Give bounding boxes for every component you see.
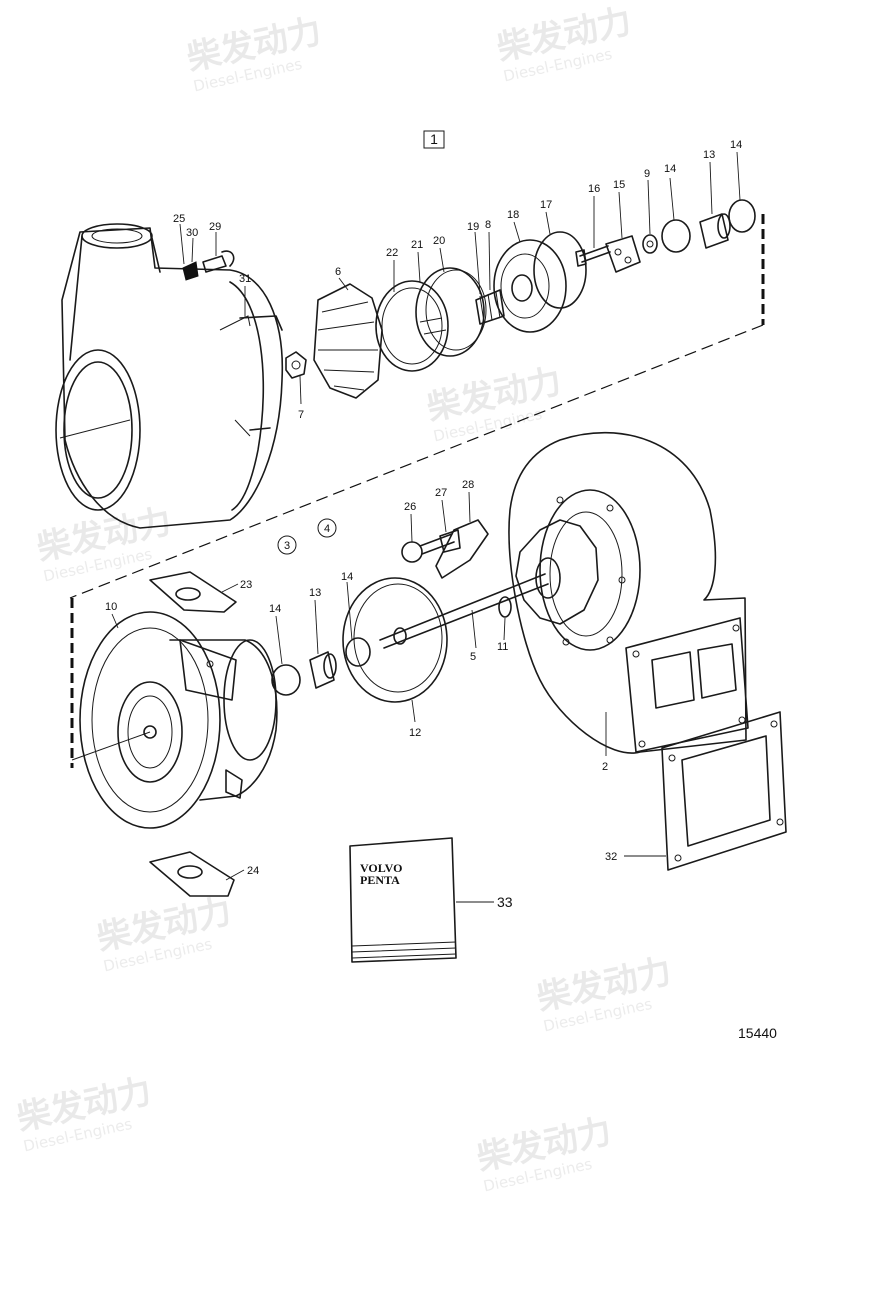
callout-10: 10 xyxy=(105,601,117,613)
nut-7 xyxy=(285,351,307,379)
callout-17: 17 xyxy=(540,199,552,211)
callout-16: 16 xyxy=(588,183,600,195)
gasket-23 xyxy=(149,571,237,613)
circled-label-text: 4 xyxy=(324,523,330,535)
ring-14-upper-b xyxy=(728,199,756,233)
watermark: 柴发动力 Diesel-Engines xyxy=(94,891,235,975)
turbine-flange xyxy=(625,617,749,753)
callout-14-c: 14 xyxy=(269,603,281,615)
bolt-26 xyxy=(401,533,455,563)
compressor-wheel xyxy=(313,283,383,399)
callout-15: 15 xyxy=(613,179,625,191)
callout-2: 2 xyxy=(602,761,608,773)
callout-23: 23 xyxy=(240,579,252,591)
turbine-housing xyxy=(508,431,747,754)
callout-14-d: 14 xyxy=(341,571,353,583)
thrust-plate xyxy=(493,239,567,333)
callout-28: 28 xyxy=(462,479,474,491)
leader-lines xyxy=(111,151,741,903)
watermark: 柴发动力 Diesel-Engines xyxy=(424,361,565,445)
callout-31: 31 xyxy=(239,273,251,285)
group-label-text: 1 xyxy=(430,131,438,147)
ring-14-lower-a xyxy=(271,664,301,696)
gasket-24 xyxy=(149,851,235,897)
watermark: 柴发动力 Diesel-Engines xyxy=(184,11,325,95)
washer-30 xyxy=(182,261,199,281)
callout-13-a: 13 xyxy=(703,149,715,161)
bushing-13-lower xyxy=(309,651,337,689)
watermark-layer: 柴发动力 Diesel-Engines 柴发动力 Diesel-Engines … xyxy=(14,1,675,1195)
callout-33: 33 xyxy=(497,894,513,910)
callout-9: 9 xyxy=(644,168,650,180)
volvo-penta-kit-box: VOLVO PENTA xyxy=(349,837,457,963)
bearing-housing xyxy=(71,611,278,829)
bolt-16 xyxy=(575,245,611,267)
watermark: 柴发动力 Diesel-Engines xyxy=(34,501,175,585)
turbine-wheel-shaft xyxy=(379,519,599,649)
thrust-collar xyxy=(475,289,505,325)
compressor-housing xyxy=(55,223,284,529)
circled-label-text: 3 xyxy=(284,540,290,552)
callout-19: 19 xyxy=(467,221,479,233)
ring-11 xyxy=(498,596,512,618)
nut-9 xyxy=(642,234,658,254)
dashed-frame xyxy=(69,214,765,768)
callout-29: 29 xyxy=(209,221,221,233)
watermark: 柴发动力 Diesel-Engines xyxy=(494,1,635,85)
callout-5: 5 xyxy=(470,651,476,663)
callout-6: 6 xyxy=(335,266,341,278)
circled-label-4: 4 xyxy=(317,518,337,538)
ring-14-upper-a xyxy=(661,219,691,253)
lock-plate-28 xyxy=(435,519,489,579)
callout-11: 11 xyxy=(497,641,508,653)
callout-22: 22 xyxy=(386,247,398,259)
circled-label-3: 3 xyxy=(277,535,297,555)
callout-numbers: 25 30 29 31 6 7 22 21 20 19 8 18 17 16 1… xyxy=(105,139,742,910)
callout-27: 27 xyxy=(435,487,447,499)
watermark: 柴发动力 Diesel-Engines xyxy=(14,1071,155,1155)
box-text-volvo: VOLVO xyxy=(360,861,402,875)
snap-ring-17 xyxy=(533,231,587,309)
callout-24: 24 xyxy=(247,865,259,877)
callout-21: 21 xyxy=(411,239,423,251)
seal-rings-upper xyxy=(375,267,487,372)
callout-20: 20 xyxy=(433,235,445,247)
callout-30: 30 xyxy=(186,227,198,239)
callout-32: 32 xyxy=(605,851,617,863)
figure-number: 15440 xyxy=(738,1025,777,1041)
gasket-32 xyxy=(661,711,787,871)
bushing-13-upper xyxy=(699,213,731,249)
callout-14-b: 14 xyxy=(730,139,742,151)
ring-14-lower-b xyxy=(345,637,371,667)
callout-7: 7 xyxy=(298,409,304,421)
callout-12: 12 xyxy=(409,727,421,739)
screw-29 xyxy=(202,250,235,273)
watermark: 柴发动力 Diesel-Engines xyxy=(474,1111,615,1195)
lock-plate-15 xyxy=(605,235,641,273)
heat-shield-12 xyxy=(342,577,448,703)
callout-8: 8 xyxy=(485,219,491,231)
group-label: 1 xyxy=(423,130,445,149)
callout-14-a: 14 xyxy=(664,163,676,175)
box-text-penta: PENTA xyxy=(360,873,400,887)
callout-13-b: 13 xyxy=(309,587,321,599)
washer-27 xyxy=(439,529,461,553)
callout-26: 26 xyxy=(404,501,416,513)
callout-18: 18 xyxy=(507,209,519,221)
callout-25: 25 xyxy=(173,213,185,225)
watermark: 柴发动力 Diesel-Engines xyxy=(534,951,675,1035)
